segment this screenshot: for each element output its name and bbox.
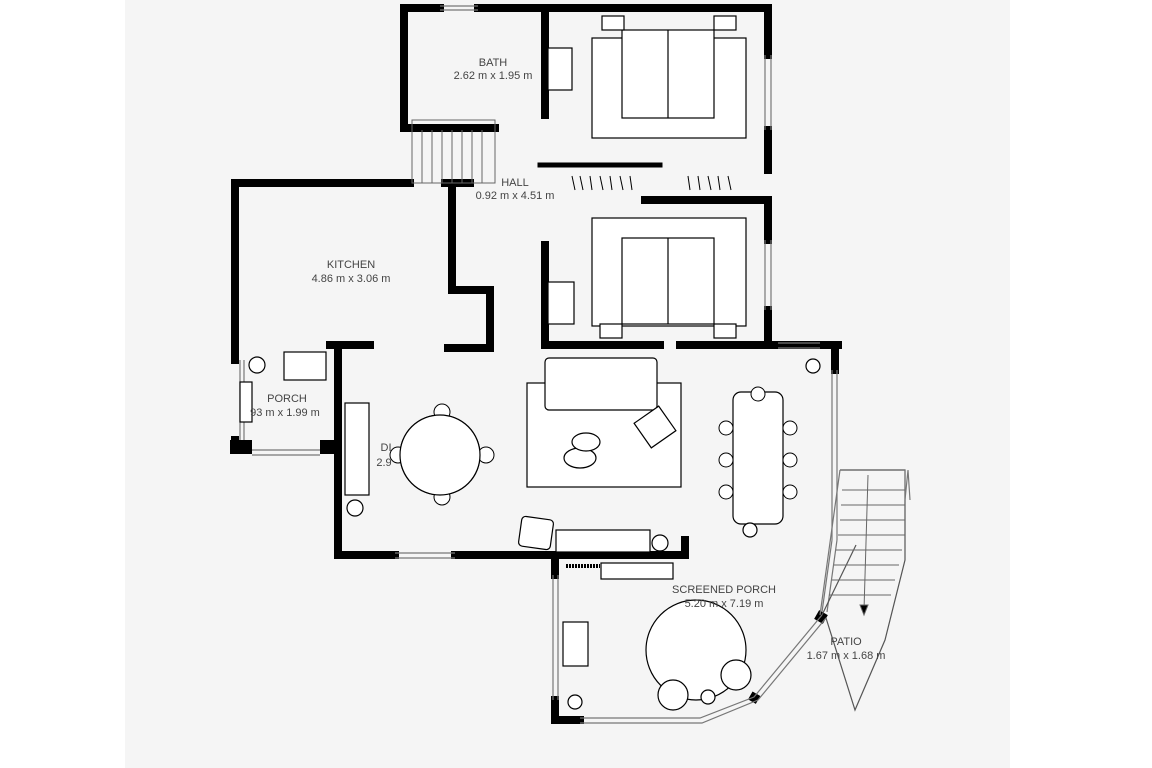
armchair xyxy=(633,405,677,449)
wall-bedroom2-top-right xyxy=(641,196,772,349)
sideboard xyxy=(344,402,370,496)
wall-screened-left xyxy=(551,556,584,724)
porch-size: 93 m x 1.99 m xyxy=(250,407,320,419)
wall-bedroom2 xyxy=(541,241,842,349)
walls xyxy=(231,4,842,724)
bath-size: 2.62 m x 1.95 m xyxy=(454,70,533,82)
screened-porch-size: 5.20 m x 7.19 m xyxy=(685,598,764,610)
kitchen-size: 4.86 m x 3.06 m xyxy=(312,273,391,285)
sofa xyxy=(544,357,658,411)
kitchen-label: KITCHEN xyxy=(327,259,375,271)
hall-size: 0.92 m x 4.51 m xyxy=(476,190,555,202)
screened-porch-label: SCREENED PORCH xyxy=(672,584,776,596)
patio-size: 1.67 m x 1.68 m xyxy=(807,650,886,662)
stairs-interior xyxy=(411,119,496,184)
wardrobes xyxy=(566,175,732,568)
porch-bench xyxy=(283,351,327,381)
dining-size: 2.9 xyxy=(376,457,391,469)
dining-label: DI xyxy=(381,442,392,454)
hall-label: HALL xyxy=(501,177,529,189)
wall-top xyxy=(400,4,772,174)
porch-label: PORCH xyxy=(267,393,307,405)
wall-kitchen-inner xyxy=(444,184,494,352)
porch-pier-left xyxy=(230,440,252,454)
bath-vanity xyxy=(547,47,573,91)
furniture xyxy=(239,15,821,711)
dining-table-overlay xyxy=(399,414,481,496)
wall-living xyxy=(326,341,689,559)
porch-pier-right xyxy=(320,440,338,454)
bath-label: BATH xyxy=(479,57,508,69)
wall-bath-left xyxy=(400,4,499,132)
room-labels: BATH 2.62 m x 1.95 m HALL 0.92 m x 4.51 … xyxy=(250,57,885,662)
patio-label: PATIO xyxy=(830,636,862,648)
stairs-exterior xyxy=(829,474,905,617)
dining-table-long xyxy=(732,391,784,525)
